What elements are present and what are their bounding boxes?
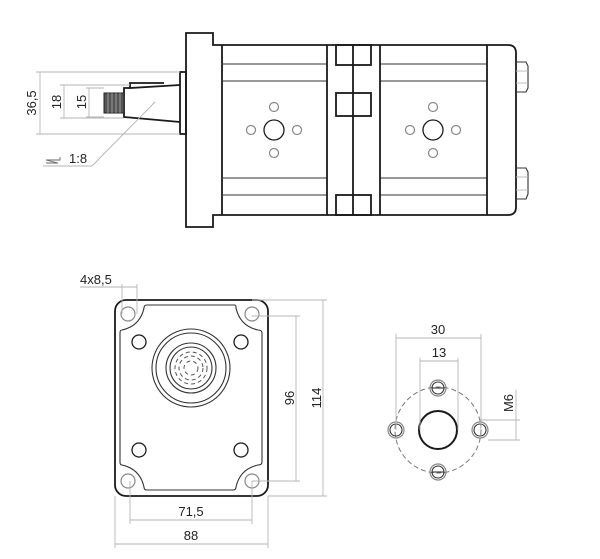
end-bolts: [516, 61, 529, 200]
port-dimensions: 30 13 M6: [395, 322, 520, 441]
front-dimensions: 4x8,5 96 114 71,5 88: [80, 272, 327, 548]
pump-body: [185, 32, 517, 228]
dim-88: 88: [184, 528, 198, 543]
shaft: [103, 71, 187, 135]
dim-taper: 1:8: [69, 151, 87, 166]
port-view: 30 13 M6: [387, 322, 520, 481]
dim-13: 13: [432, 345, 446, 360]
side-view: 36,5 18 15 1:8: [24, 32, 529, 228]
mounting-holes: [120, 306, 260, 489]
port-left: [245, 101, 303, 159]
dim-15: 15: [74, 95, 89, 109]
center-hub: [151, 328, 231, 408]
dim-holes: 4x8,5: [80, 272, 112, 287]
dim-96: 96: [282, 391, 297, 405]
dim-71-5: 71,5: [178, 504, 203, 519]
dim-30: 30: [431, 322, 445, 337]
dim-18: 18: [49, 95, 64, 109]
dim-36-5: 36,5: [24, 90, 39, 115]
port-right: [404, 101, 462, 159]
dim-114: 114: [309, 388, 324, 409]
thread-holes: [387, 379, 489, 481]
shaft-dimensions: 36,5 18 15 1:8: [24, 71, 180, 167]
dim-m6: M6: [501, 394, 516, 412]
taper-arrow-icon: [45, 157, 61, 164]
front-view: 4x8,5 96 114 71,5 88: [80, 272, 327, 548]
